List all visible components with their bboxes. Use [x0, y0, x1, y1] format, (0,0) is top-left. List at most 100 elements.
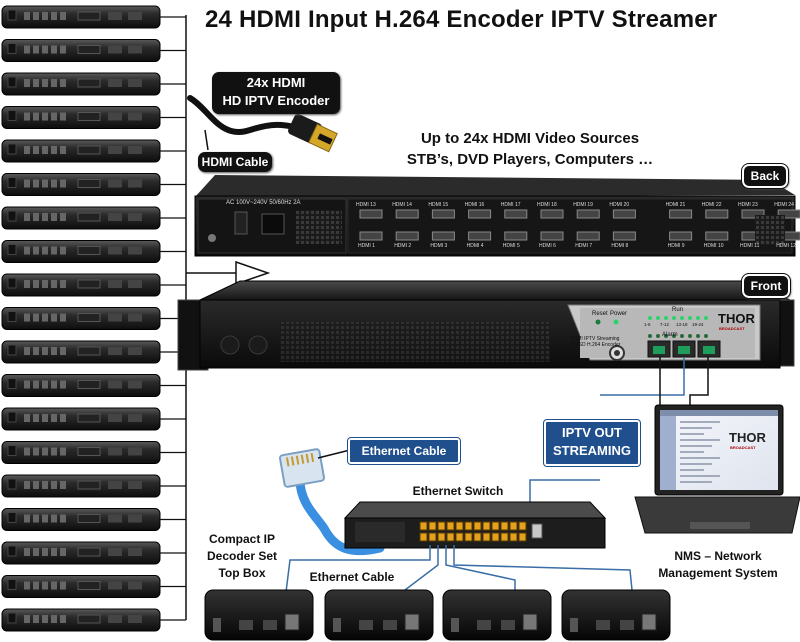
- ethernet-cable-callout: Ethernet Cable: [347, 437, 461, 465]
- rear-port-label-bottom: HDMI 8: [611, 243, 629, 249]
- ip-decoder-box: [561, 589, 671, 641]
- hdmi-port: [431, 209, 455, 219]
- switch-port: [464, 521, 473, 531]
- switch-port: [518, 521, 527, 531]
- hdmi-cable-illustration: [187, 95, 338, 153]
- front-brand-text: THOR: [718, 311, 755, 326]
- hdmi-port: [468, 209, 492, 219]
- switch-port: [428, 521, 437, 531]
- switch-port: [491, 521, 500, 531]
- page-title: 24 HDMI Input H.264 Encoder IPTV Streame…: [205, 6, 718, 33]
- switch-port: [437, 521, 446, 531]
- alarm-led: [656, 334, 660, 338]
- set-top-box: [1, 240, 186, 263]
- rear-port-label-bottom: HDMI 3: [430, 243, 448, 249]
- nms-label-line1: NMS – Network: [674, 549, 762, 563]
- ethernet-cable-bottom-label: Ethernet Cable: [309, 570, 395, 584]
- laptop-brand-logo: THOR: [729, 430, 766, 445]
- hdmi-port: [540, 209, 564, 219]
- front-model-line1: HDMI IPTV Streaming: [570, 336, 620, 342]
- front-brand-sub: BROADCAST: [719, 326, 745, 331]
- rear-port-label-top: HDMI 24: [774, 202, 794, 208]
- rear-port-label-top: HDMI 17: [500, 202, 521, 208]
- hdmi-port: [359, 231, 383, 241]
- set-top-box: [1, 340, 186, 364]
- set-top-box: [1, 541, 186, 565]
- iptv-out-callout: IPTV OUT STREAMING: [543, 419, 641, 467]
- set-top-box: [1, 173, 186, 196]
- run-led: [688, 316, 692, 320]
- input-arrow: [235, 260, 271, 286]
- rear-port-label-top: HDMI 13: [356, 202, 376, 208]
- alarm-led: [664, 334, 668, 338]
- hdmi-port: [777, 209, 800, 219]
- rear-port-label-top: HDMI 14: [392, 202, 412, 208]
- ethernet-switch: [343, 501, 607, 549]
- nms-label-line2: Management System: [658, 566, 778, 580]
- run-led: [648, 316, 652, 320]
- nms-label: NMS – Network Management System: [636, 548, 800, 582]
- switch-port: [428, 532, 437, 542]
- front-run-label: Run: [672, 307, 684, 313]
- hdmi-port: [705, 209, 729, 219]
- rear-port-label-top: HDMI 19: [573, 202, 593, 208]
- set-top-box: [1, 307, 186, 330]
- switch-port: [509, 521, 518, 531]
- front-model-line2: HD/SD H.264 Encoder: [570, 342, 621, 348]
- set-top-box: [1, 575, 186, 598]
- rear-port-label-bottom: HDMI 5: [502, 243, 520, 249]
- set-top-box: [1, 608, 186, 632]
- hdmi-port: [669, 209, 693, 219]
- switch-port: [500, 521, 509, 531]
- encoder-callout-line2: HD IPTV Encoder: [222, 93, 330, 108]
- set-top-box: [1, 441, 186, 464]
- switch-port: [455, 532, 464, 542]
- rear-port-label-top: HDMI 23: [738, 202, 758, 208]
- front-brand-logo: THOR: [718, 311, 755, 326]
- front-model-label: HDMI IPTV Streaming HD/SD H.264 Encoder: [570, 336, 630, 348]
- decoder-label: Compact IP Decoder Set Top Box: [196, 531, 288, 582]
- front-callout: Front: [741, 273, 791, 299]
- run-group-label: 1-6: [644, 322, 651, 327]
- hdmi-port: [540, 231, 564, 241]
- switch-port: [473, 532, 482, 542]
- rear-port-label-top: HDMI 20: [609, 202, 630, 208]
- run-led: [664, 316, 668, 320]
- front-alarm-label: Alarm: [662, 332, 678, 338]
- rear-port-label-bottom: HDMI 4: [466, 243, 484, 249]
- rear-port-label-top: HDMI 16: [464, 202, 485, 208]
- alarm-led: [672, 334, 676, 338]
- rear-port-label-bottom: HDMI 12: [776, 243, 796, 249]
- decoder-label-line2: Decoder Set: [206, 549, 278, 563]
- alarm-led: [648, 334, 652, 338]
- run-led: [696, 316, 700, 320]
- switch-port: [518, 532, 527, 542]
- decoder-row: [204, 589, 671, 641]
- alarm-led: [688, 334, 692, 338]
- nms-laptop: [634, 404, 800, 534]
- run-led: [680, 316, 684, 320]
- alarm-led: [680, 334, 684, 338]
- rear-port-label-top: HDMI 18: [537, 202, 557, 208]
- ip-decoder-box: [204, 589, 314, 641]
- hdmi-port: [504, 209, 528, 219]
- set-top-box: [1, 206, 186, 230]
- hdmi-port: [504, 231, 528, 241]
- switch-port: [500, 532, 509, 542]
- hdmi-port: [612, 209, 636, 219]
- set-top-box: [1, 273, 186, 297]
- sources-caption: Up to 24x HDMI Video Sources STB’s, DVD …: [330, 128, 730, 170]
- set-top-box: [1, 106, 186, 129]
- set-top-box: [1, 508, 186, 531]
- switch-port: [509, 532, 518, 542]
- laptop-brand-sub: BROADCAST: [730, 445, 756, 450]
- encoder-callout-line1: 24x HDMI: [246, 75, 306, 90]
- hdmi-port: [395, 231, 419, 241]
- switch-port: [482, 521, 491, 531]
- set-top-box: [1, 39, 186, 62]
- rear-power-label: AC 100V~240V 50/60Hz 2A: [226, 200, 301, 206]
- run-group-label: 13-18: [676, 322, 688, 327]
- alarm-led: [704, 334, 708, 338]
- run-group-label: 19-24: [692, 322, 704, 327]
- switch-port: [473, 521, 482, 531]
